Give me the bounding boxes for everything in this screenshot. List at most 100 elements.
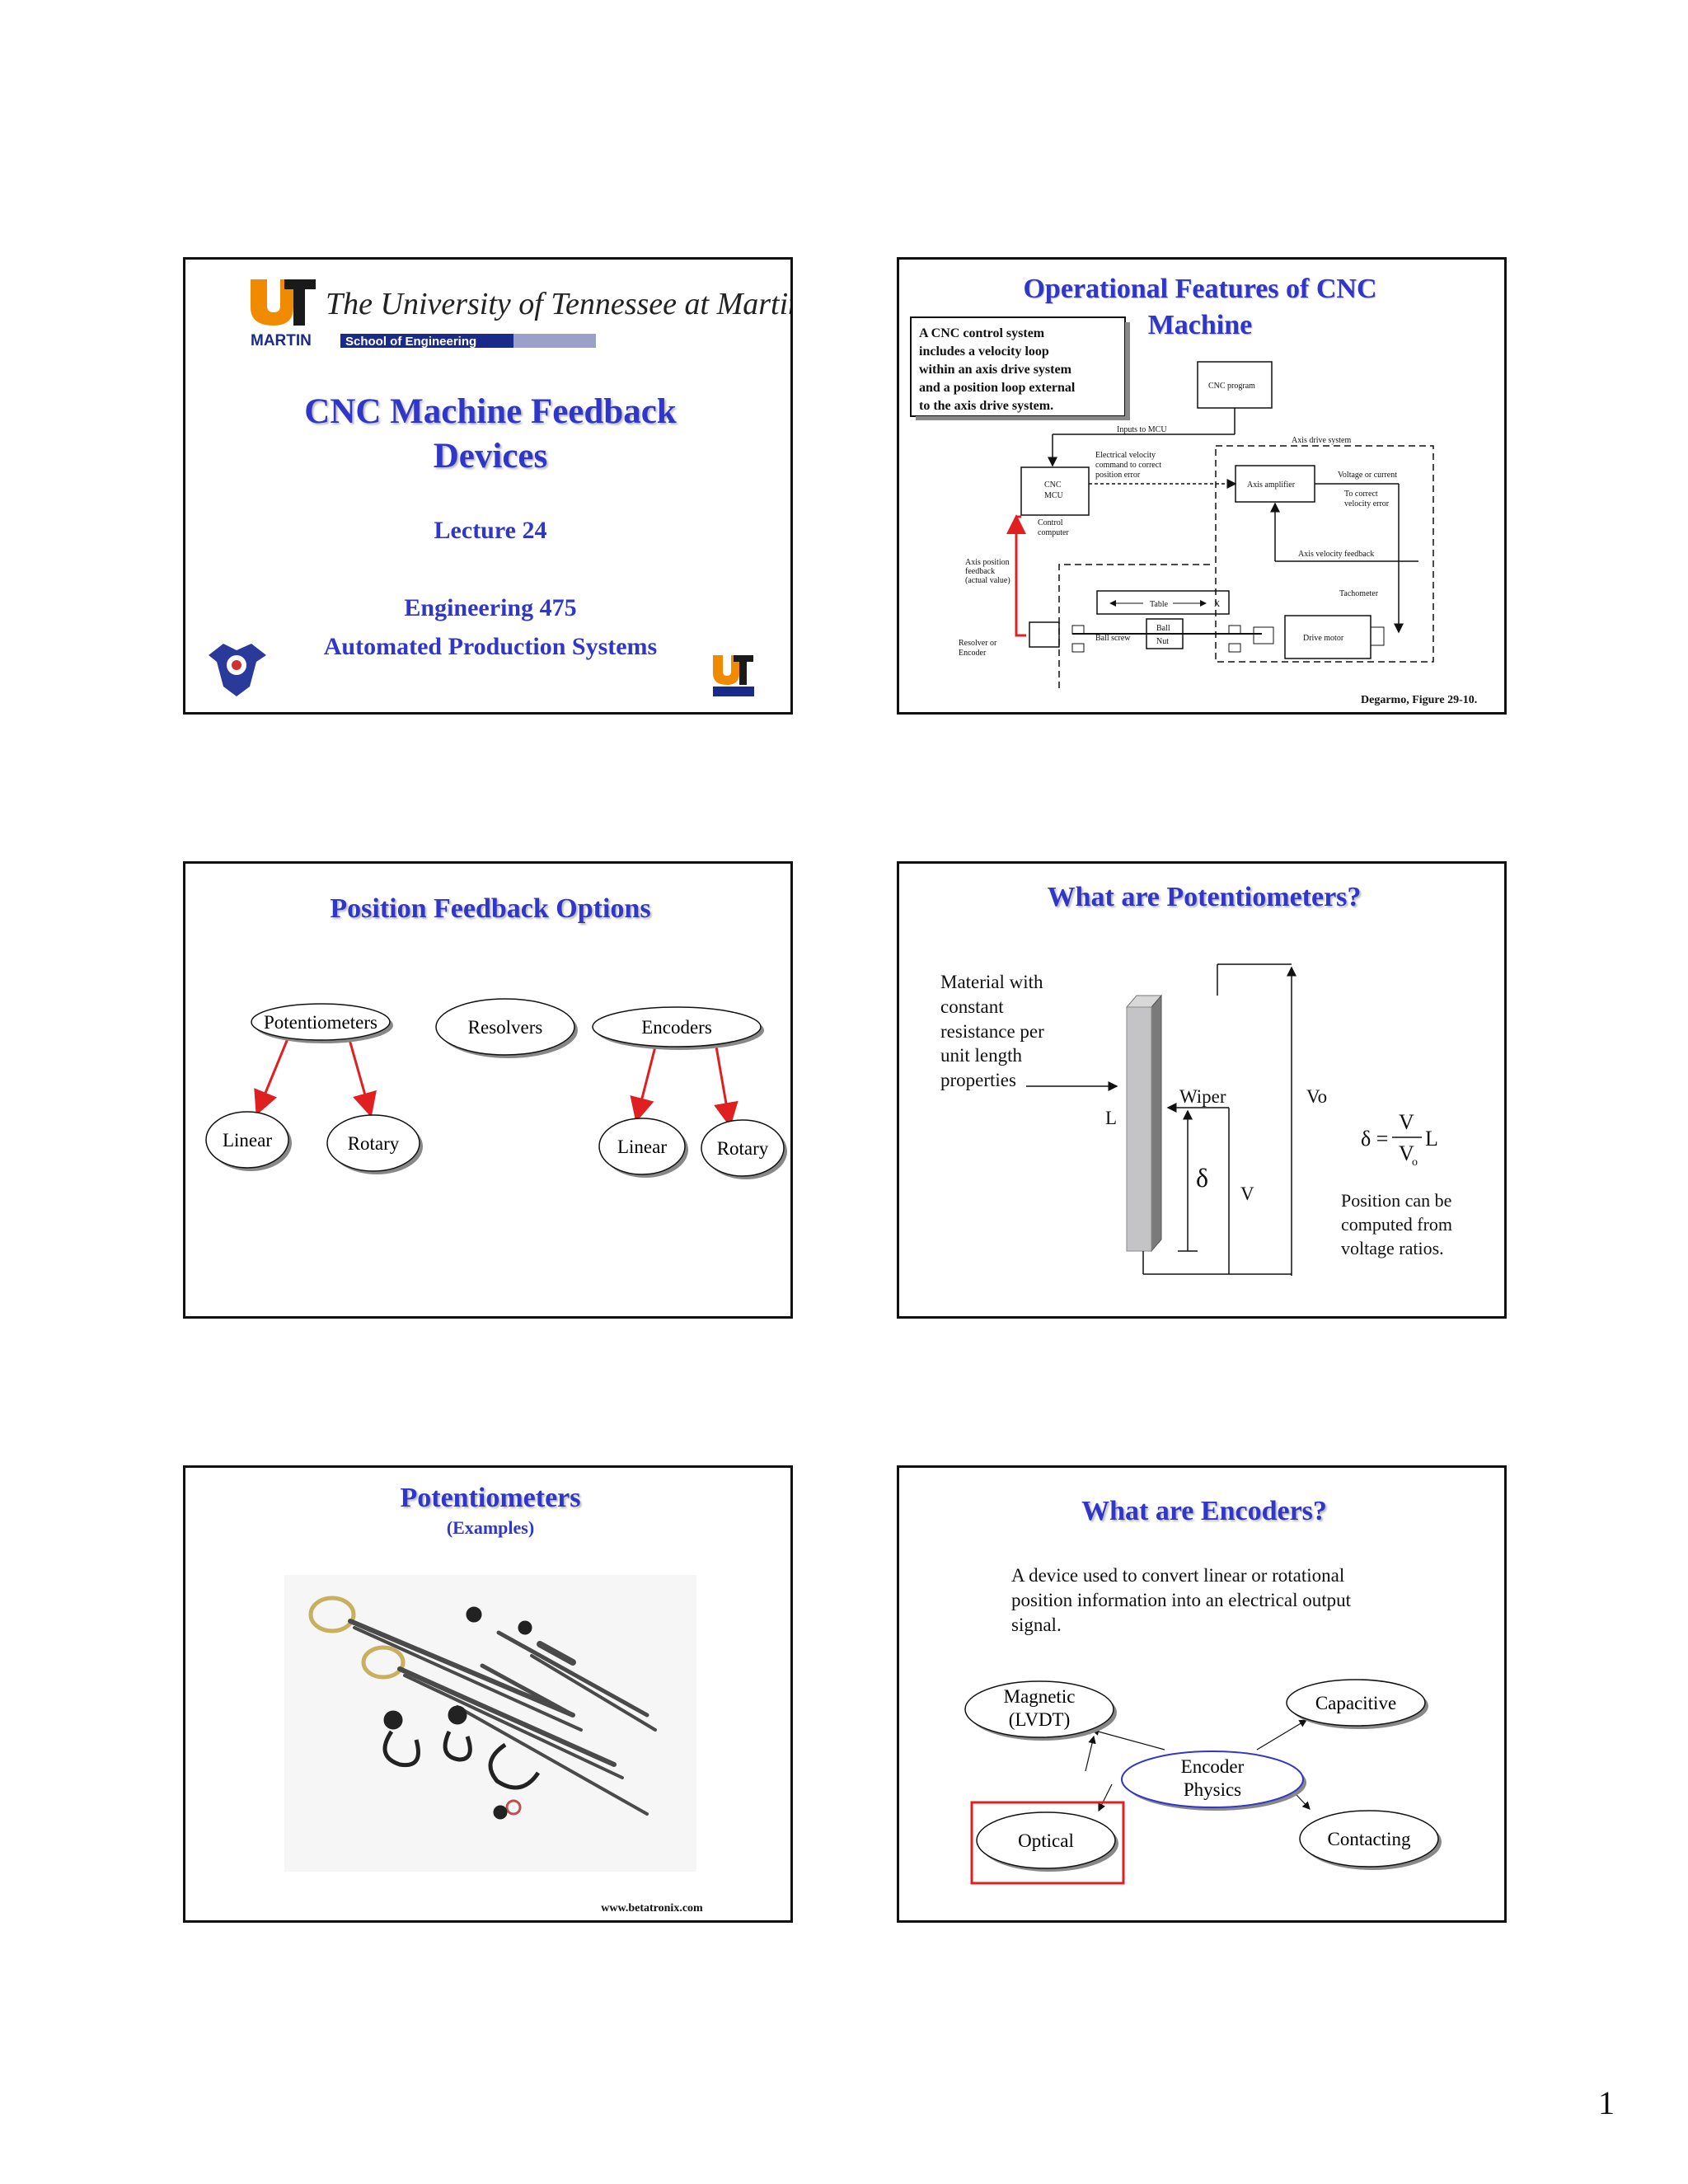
position-feedback-label: (actual value) (965, 576, 1010, 585)
note-line: Position can be (1341, 1190, 1451, 1211)
position-feedback-label: feedback (965, 567, 995, 576)
node-label: Encoders (641, 1017, 712, 1038)
cnc-control-diagram: A CNC control system includes a velocity… (899, 260, 1504, 712)
resistor-bar (1127, 996, 1161, 1251)
table-label: Table (1150, 600, 1169, 609)
velocity-feedback-label: Axis velocity feedback (1298, 550, 1374, 559)
course-name: Automated Production Systems (185, 633, 793, 661)
x-label: X (1214, 600, 1221, 609)
page-number: 1 (1598, 2083, 1615, 2122)
material-line: properties (940, 1070, 1016, 1090)
potentiometer-diagram: Material with constant resistance per un… (899, 864, 1504, 1316)
resolver-box (1029, 622, 1059, 647)
l-label: L (1105, 1108, 1117, 1128)
formula-subscript: o (1412, 1156, 1418, 1169)
formula-numerator: V (1399, 1110, 1414, 1134)
material-line: constant (940, 996, 1004, 1017)
slide-encoders: What are Encoders? A device used to conv… (897, 1465, 1507, 1923)
node-contacting: Contacting (1300, 1811, 1442, 1870)
node-pot-rotary: Rotary (327, 1115, 423, 1174)
title-line-1: CNC Machine Feedback (185, 390, 793, 434)
node-optical: Optical (977, 1812, 1118, 1872)
callout-line: to the axis drive system. (919, 399, 1053, 413)
node-magnetic: Magnetic (LVDT) (965, 1681, 1117, 1741)
node-potentiometers: Potentiometers (251, 1004, 393, 1043)
node-enc-rotary: Rotary (701, 1120, 787, 1179)
feedback-options-diagram: Potentiometers Resolvers Encoders Linear… (185, 864, 790, 1316)
formula-multiplier: L (1425, 1127, 1438, 1151)
control-computer-label: computer (1038, 528, 1069, 537)
material-line: unit length (940, 1045, 1023, 1066)
node-enc-linear: Linear (599, 1118, 688, 1178)
course-number: Engineering 475 (185, 594, 793, 622)
slide-operational-features: Operational Features of CNC Machine A CN… (897, 257, 1507, 715)
resolver-label: Resolver or (959, 639, 997, 648)
node-label: Encoder (1181, 1756, 1245, 1777)
image-source: www.betatronix.com (601, 1902, 703, 1915)
slide-potentiometer-examples: Potentiometers (Examples) (183, 1465, 793, 1923)
lecture-label: Lecture 24 (185, 517, 793, 545)
callout-line: and a position loop external (919, 381, 1076, 395)
callout-line: includes a velocity loop (919, 344, 1049, 359)
node-label: Rotary (717, 1138, 769, 1159)
velocity-command-label: command to correct (1095, 461, 1161, 470)
slide-potentiometers-theory: What are Potentiometers? Material with c… (897, 861, 1507, 1319)
slide-title: The University of Tennessee at Martin MA… (183, 257, 793, 715)
to-correct-label: velocity error (1344, 499, 1390, 509)
callout-line: within an axis drive system (919, 363, 1072, 377)
figure-caption: Degarmo, Figure 29-10. (1361, 694, 1477, 706)
callout-line: A CNC control system (919, 326, 1045, 340)
logo-school-text: School of Engineering (345, 335, 476, 349)
node-label: Linear (223, 1130, 272, 1151)
wiper-label: Wiper (1179, 1086, 1226, 1107)
delta-label: δ (1196, 1163, 1208, 1193)
v-label: V (1240, 1183, 1254, 1204)
node-encoder-physics: Encoder Physics (1122, 1751, 1306, 1811)
title-line-2: Devices (185, 434, 793, 479)
ball-label: Ball (1156, 624, 1170, 633)
ut-martin-corner-logo (713, 655, 754, 696)
note-line: voltage ratios. (1341, 1238, 1444, 1258)
node-label: Linear (617, 1137, 667, 1157)
mcu-label: CNC (1044, 480, 1062, 490)
node-label: Rotary (348, 1133, 400, 1154)
voltage-label: Voltage or current (1338, 471, 1397, 480)
logo-martin-text: MARTIN (251, 332, 312, 349)
node-resolvers: Resolvers (436, 999, 578, 1058)
ratio-formula: δ = V V o L (1361, 1110, 1438, 1169)
axis-drive-label: Axis drive system (1292, 436, 1351, 445)
material-line: resistance per (940, 1021, 1044, 1042)
resolver-label: Encoder (959, 649, 987, 658)
inputs-label: Inputs to MCU (1117, 425, 1167, 434)
tachometer-label: Tachometer (1339, 589, 1379, 598)
node-pot-linear: Linear (206, 1112, 292, 1171)
mcu-label: MCU (1044, 491, 1064, 500)
to-correct-label: To correct (1344, 490, 1378, 499)
formula-lhs: δ = (1361, 1127, 1388, 1151)
node-label: Optical (1018, 1830, 1074, 1851)
node-label: Magnetic (1004, 1686, 1076, 1707)
velocity-command-label: position error (1095, 471, 1141, 480)
node-label: Contacting (1328, 1829, 1411, 1849)
ball-screw-label: Ball screw (1095, 634, 1131, 643)
note-line: computed from (1341, 1214, 1452, 1235)
material-line: Material with (940, 972, 1043, 992)
logo-script-text: The University of Tennessee at Martin (326, 287, 790, 321)
potentiometer-examples-image: www.betatronix.com (185, 1468, 790, 1920)
velocity-command-label: Electrical velocity (1095, 451, 1156, 460)
control-computer-label: Control (1038, 518, 1063, 527)
node-label: Physics (1184, 1779, 1241, 1800)
slide-position-feedback: Position Feedback Options Potentiometers… (183, 861, 793, 1319)
axis-amplifier-label: Axis amplifier (1247, 480, 1296, 490)
cnc-program-label: CNC program (1208, 382, 1255, 391)
node-encoders: Encoders (593, 1007, 764, 1050)
node-label: (LVDT) (1009, 1709, 1071, 1730)
nut-label: Nut (1156, 637, 1169, 646)
drive-motor-label: Drive motor (1303, 634, 1344, 643)
node-label: Potentiometers (264, 1012, 377, 1033)
node-label: Capacitive (1315, 1693, 1396, 1713)
node-label: Resolvers (468, 1017, 543, 1038)
encoder-physics-diagram: Magnetic (LVDT) Capacitive Encoder Physi… (899, 1468, 1504, 1920)
position-feedback-label: Axis position (965, 558, 1010, 567)
vo-label: Vo (1306, 1086, 1327, 1107)
